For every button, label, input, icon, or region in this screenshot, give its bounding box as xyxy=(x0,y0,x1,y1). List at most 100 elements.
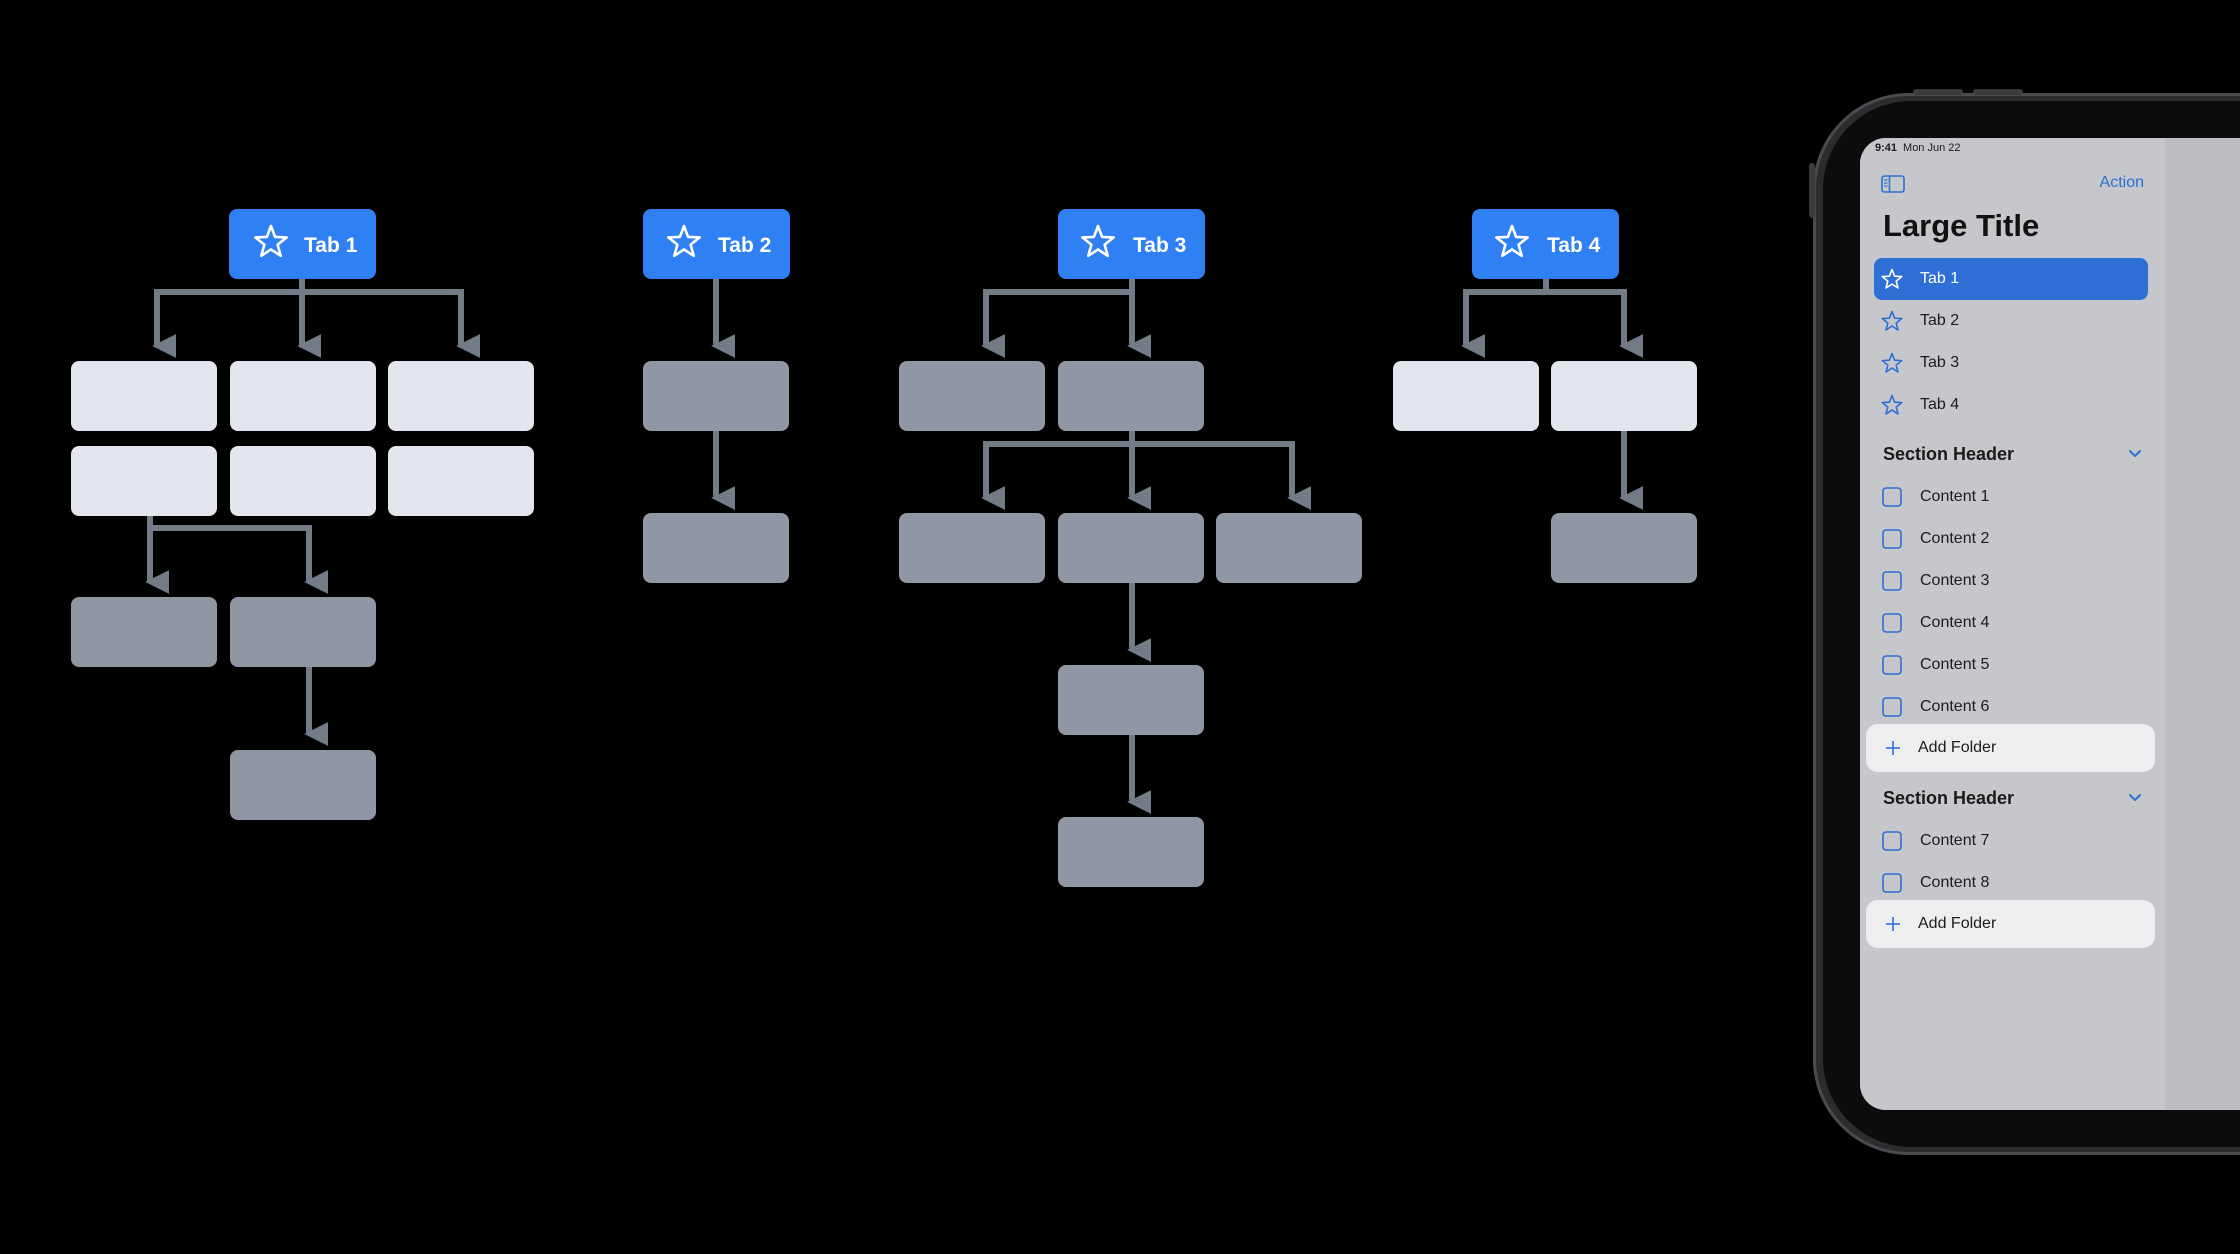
sidebar-item-label: Content 7 xyxy=(1920,832,1990,849)
sidebar-item-label: Content 5 xyxy=(1920,656,1990,673)
sidebar-tab-3[interactable]: Tab 3 xyxy=(1874,342,2148,384)
sidebar-item-label: Content 8 xyxy=(1920,874,1990,891)
detail-pane xyxy=(2165,138,2240,1110)
square-icon xyxy=(1882,873,1902,893)
sidebar-item-label: Content 2 xyxy=(1920,530,1990,547)
connector-lines xyxy=(145,278,1644,814)
chevron-down-icon xyxy=(2129,794,2141,801)
add-folder-label: Add Folder xyxy=(1918,915,1997,932)
star-icon xyxy=(666,224,702,258)
tab-header-tab-3: Tab 3 xyxy=(1058,209,1205,279)
sidebar-content-item[interactable]: Content 1 xyxy=(1874,476,2148,518)
connector xyxy=(302,289,481,358)
view-box xyxy=(1058,665,1204,735)
section-header-label: Section Header xyxy=(1883,787,2015,808)
connector xyxy=(981,289,1132,358)
sidebar-tab-1[interactable]: Tab 1 xyxy=(1874,258,2148,300)
sidebar-item-label: Tab 3 xyxy=(1920,354,1960,371)
status-time: 9:41 xyxy=(1875,142,1898,154)
square-icon xyxy=(1882,487,1902,507)
tab-header-label: Tab 2 xyxy=(718,234,771,257)
square-icon xyxy=(1882,613,1902,633)
view-box xyxy=(1393,361,1539,431)
view-box xyxy=(1216,513,1362,583)
sidebar-content-item[interactable]: Content 5 xyxy=(1874,644,2148,686)
star-icon xyxy=(1495,224,1529,258)
top-button xyxy=(1809,163,1815,218)
chevron-down-icon xyxy=(2129,450,2141,457)
view-box xyxy=(899,513,1045,583)
sidebar-item-label: Content 3 xyxy=(1920,572,1990,589)
sidebar-content-item[interactable]: Content 2 xyxy=(1874,518,2148,560)
sidebar-item-label: Content 4 xyxy=(1920,614,1990,631)
tab-header-tab-4: Tab 4 xyxy=(1472,209,1619,279)
section-header[interactable]: Section Header xyxy=(1883,783,2143,813)
view-box xyxy=(643,361,789,431)
tab-header-label: Tab 3 xyxy=(1133,234,1186,257)
view-box xyxy=(1058,817,1204,887)
star-icon xyxy=(1881,394,1903,415)
sidebar-tab-2[interactable]: Tab 2 xyxy=(1874,300,2148,342)
connector xyxy=(1461,278,1549,358)
sidebar-content-item[interactable]: Content 3 xyxy=(1874,560,2148,602)
star-icon xyxy=(1081,224,1115,258)
sidebar-item-label: Content 6 xyxy=(1920,698,1990,715)
view-box xyxy=(230,750,376,820)
plus-icon xyxy=(1886,917,1900,931)
volume-button xyxy=(1973,89,2023,95)
square-icon xyxy=(1882,529,1902,549)
sidebar-item-label: Tab 2 xyxy=(1920,312,1960,329)
sidebar-tab-4[interactable]: Tab 4 xyxy=(1874,384,2148,426)
tab-header-tab-1: Tab 1 xyxy=(229,209,376,279)
volume-button xyxy=(1913,89,1963,95)
star-icon xyxy=(1881,310,1903,331)
status-date: Mon Jun 22 xyxy=(1903,142,1961,154)
sidebar-item-label: Tab 4 xyxy=(1920,396,1960,413)
large-title: Large Title xyxy=(1883,208,2040,243)
view-box xyxy=(1058,361,1204,431)
section-header[interactable]: Section Header xyxy=(1883,439,2143,469)
add-folder-button[interactable]: Add Folder xyxy=(1866,724,2155,772)
action-button[interactable]: Action xyxy=(2099,174,2144,191)
tab-header-tab-2: Tab 2 xyxy=(643,209,790,279)
tab-header-label: Tab 1 xyxy=(304,234,358,257)
square-icon xyxy=(1882,831,1902,851)
view-boxes xyxy=(71,361,1697,887)
connector xyxy=(981,441,1132,510)
navigation-hierarchy-diagram: Tab 1 Tab 2 Tab 3 Tab 4 xyxy=(71,209,1697,887)
star-icon xyxy=(1881,352,1903,373)
view-box xyxy=(71,361,217,431)
add-folder-button[interactable]: Add Folder xyxy=(1866,900,2155,948)
view-box xyxy=(388,361,534,431)
view-box xyxy=(230,361,376,431)
section-header-label: Section Header xyxy=(1883,443,2015,464)
view-box xyxy=(899,361,1045,431)
sidebar-content-item[interactable]: Content 6 xyxy=(1874,686,2148,728)
sidebar-item-label: Content 1 xyxy=(1920,488,1990,505)
view-box xyxy=(71,446,217,516)
square-icon xyxy=(1882,697,1902,717)
view-box xyxy=(71,597,217,667)
status-bar: 9:41 Mon Jun 22 xyxy=(1875,142,1961,154)
view-box xyxy=(1551,513,1697,583)
sidebar-content-item[interactable]: Content 4 xyxy=(1874,602,2148,644)
square-icon xyxy=(1882,655,1902,675)
connector xyxy=(1132,441,1312,510)
sidebar-item-label: Tab 1 xyxy=(1920,270,1960,287)
tab-header-label: Tab 4 xyxy=(1547,234,1601,257)
sidebar-content-item[interactable]: Content 8 xyxy=(1874,862,2148,904)
sidebar-content-item[interactable]: Content 7 xyxy=(1874,820,2148,862)
view-box xyxy=(1551,361,1697,431)
star-icon xyxy=(1881,268,1903,289)
sidebar-toggle-icon[interactable] xyxy=(1881,175,1905,193)
square-icon xyxy=(1882,571,1902,591)
star-icon xyxy=(254,224,289,258)
view-box xyxy=(1058,513,1204,583)
view-box xyxy=(388,446,534,516)
connector xyxy=(154,278,305,295)
connector xyxy=(150,525,329,594)
view-box xyxy=(643,513,789,583)
plus-icon xyxy=(1886,741,1900,755)
